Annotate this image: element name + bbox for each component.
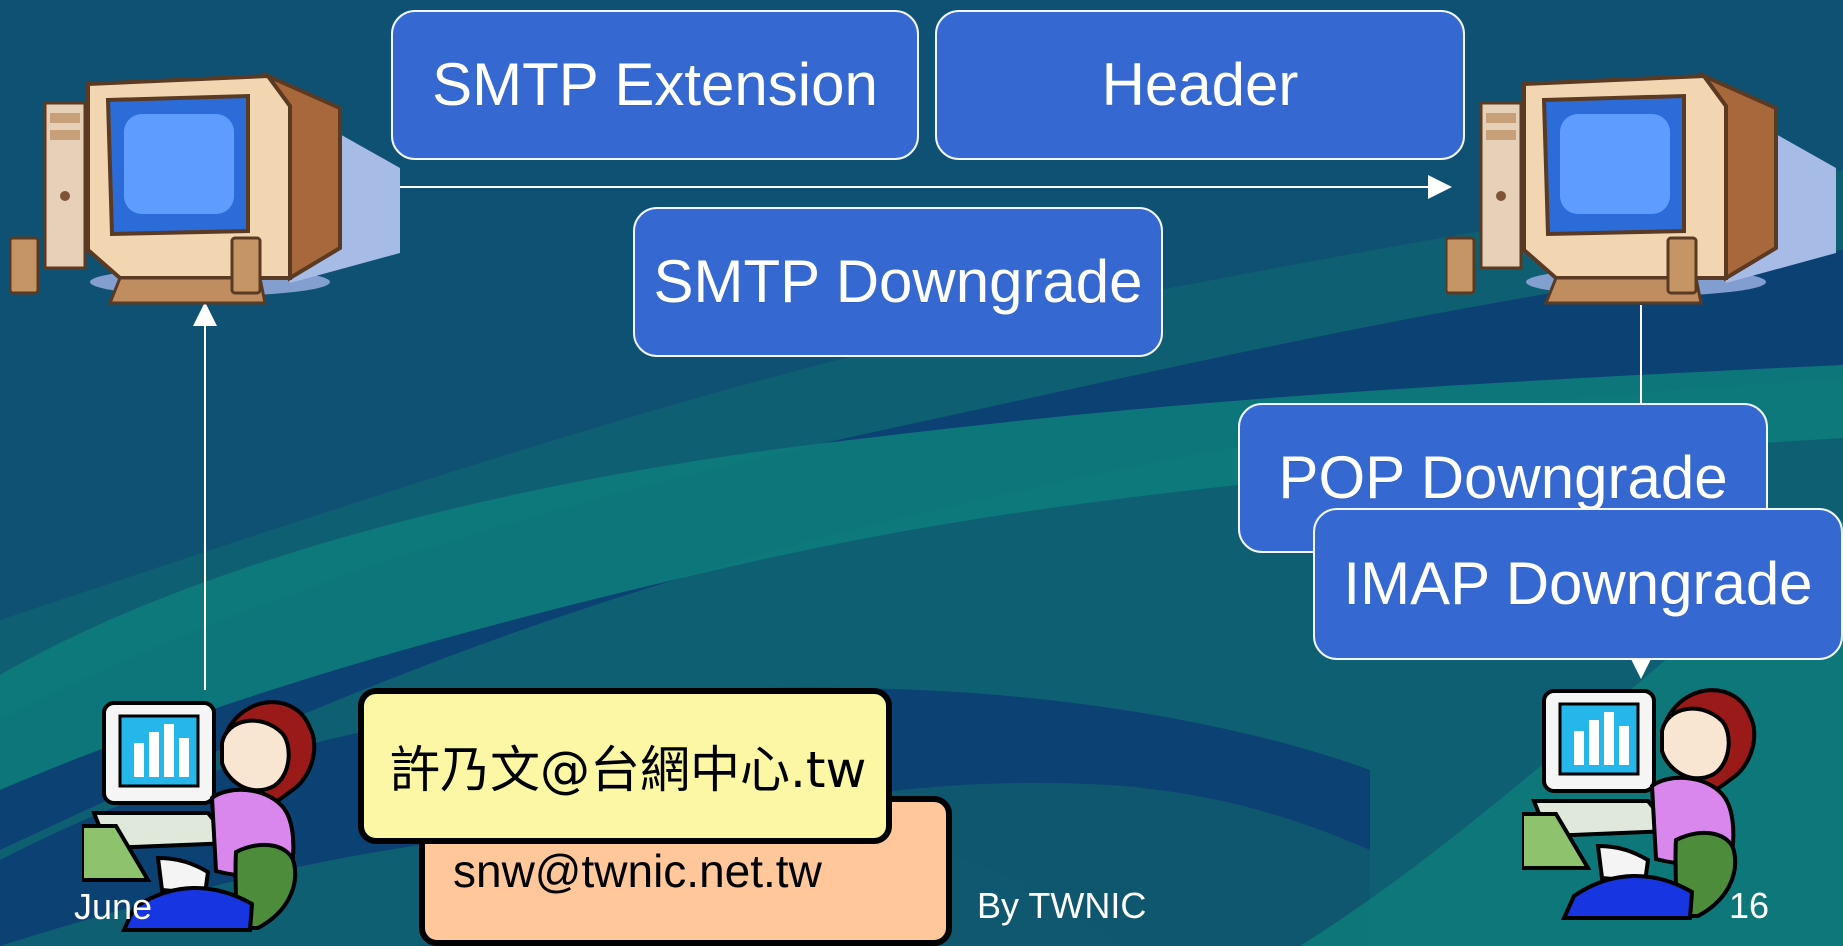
footer-center: By TWNIC [977, 885, 1147, 926]
unicode-email-address: 許乃文@台網中心.tw [390, 741, 867, 799]
header-label: Header [1101, 51, 1299, 118]
computer-icon [10, 71, 400, 305]
footer-left: June [74, 886, 153, 927]
imap-downgrade-box: IMAP Downgrade [1313, 508, 1843, 660]
pop-downgrade-label: POP Downgrade [1278, 444, 1728, 511]
unicode-email-card: 許乃文@台網中心.tw [358, 688, 892, 844]
computer-icon [1446, 71, 1836, 305]
smtp-extension-label: SMTP Extension [432, 51, 878, 118]
smtp-downgrade-label: SMTP Downgrade [653, 248, 1143, 315]
smtp-downgrade-box: SMTP Downgrade [633, 207, 1163, 357]
ascii-email-address: snw@twnic.net.tw [453, 845, 822, 897]
imap-downgrade-label: IMAP Downgrade [1343, 550, 1813, 617]
person-at-computer-icon [82, 700, 317, 932]
smtp-extension-box: SMTP Extension [391, 10, 919, 160]
footer-right: 16 [1729, 885, 1770, 926]
person-at-computer-icon [1522, 688, 1757, 920]
header-box: Header [935, 10, 1465, 160]
